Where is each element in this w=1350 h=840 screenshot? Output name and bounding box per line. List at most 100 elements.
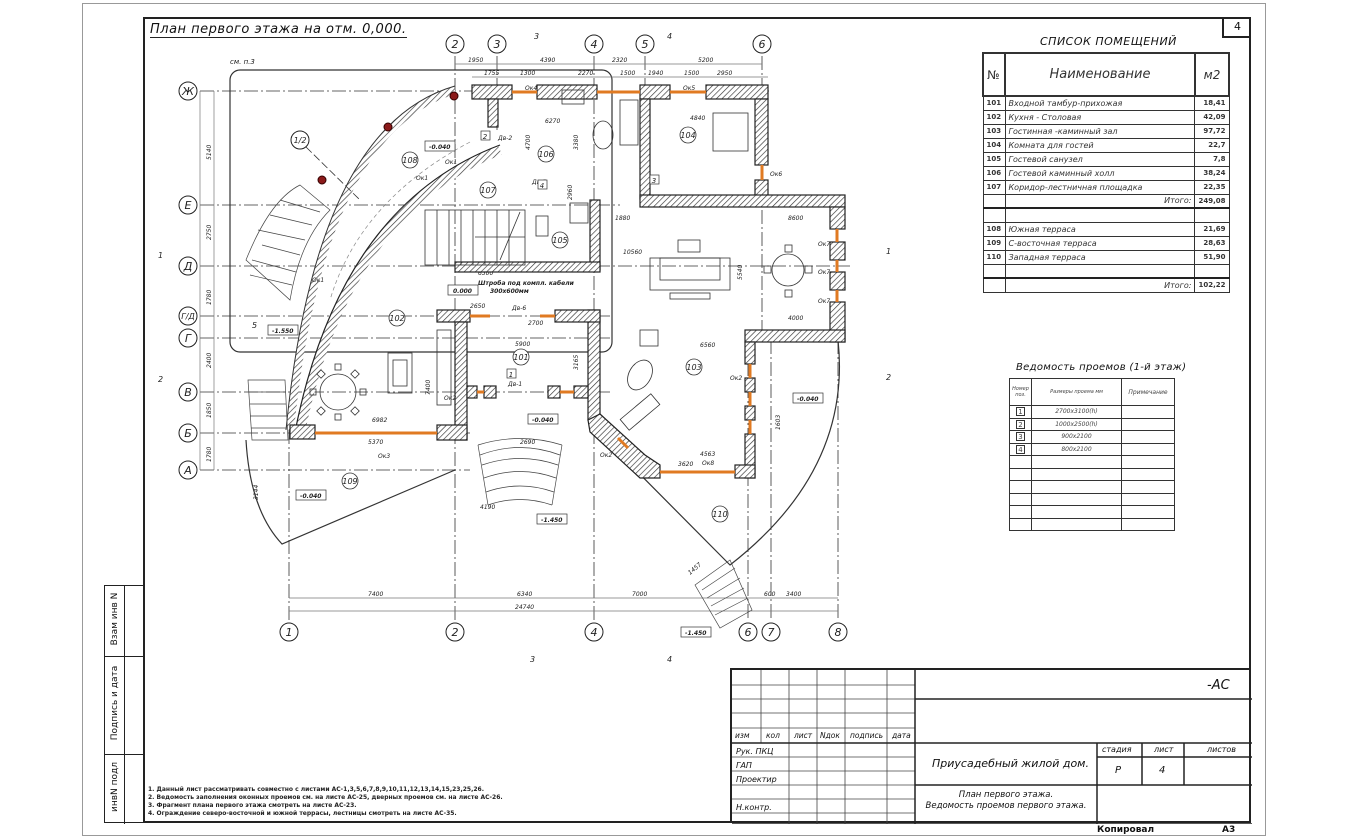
label: 109 bbox=[342, 477, 357, 486]
label: 6300 bbox=[478, 270, 493, 277]
label: лист bbox=[794, 731, 813, 740]
label: 7400 bbox=[368, 591, 383, 598]
label: 104 bbox=[982, 137, 1006, 153]
label: 3 bbox=[494, 38, 501, 51]
label: 1500 bbox=[684, 70, 699, 77]
label: 38,24 bbox=[1194, 165, 1230, 181]
stamp-label: Взам инв N bbox=[110, 592, 120, 646]
label: 5140 bbox=[206, 145, 213, 160]
label: 1880 bbox=[615, 215, 630, 222]
furniture bbox=[309, 89, 813, 431]
label: Ок7 bbox=[818, 298, 830, 305]
label: 108 bbox=[402, 156, 417, 165]
label: Ок1 bbox=[416, 175, 428, 182]
label: 3620 bbox=[678, 461, 693, 468]
label: 4 bbox=[540, 182, 544, 190]
label: 103 bbox=[982, 123, 1006, 139]
label: 22,35 bbox=[1194, 179, 1230, 195]
label: Н.контр. bbox=[736, 803, 772, 812]
label: 24740 bbox=[515, 604, 534, 611]
total-row: Итого:249,08 bbox=[982, 193, 1230, 209]
stamp-label: Подпись и дата bbox=[110, 665, 120, 741]
label: 7000 bbox=[632, 591, 647, 598]
label: 1940 bbox=[648, 70, 663, 77]
label: 102 bbox=[389, 314, 404, 323]
label: Г/Д bbox=[181, 312, 194, 321]
room-list-title: СПИСОК ПОМЕЩЕНИЙ bbox=[1040, 35, 1177, 48]
label: Западная терраса bbox=[1004, 249, 1196, 265]
label: 0.000 bbox=[453, 288, 472, 295]
label: 1300 bbox=[520, 70, 535, 77]
label: 4. Ограждение северо-восточной и южной т… bbox=[148, 810, 457, 817]
label: 3 bbox=[530, 655, 535, 664]
see-note: см. п.3 bbox=[230, 58, 255, 66]
label: кол bbox=[766, 731, 780, 740]
sheet-number-box: 4 bbox=[1222, 17, 1251, 38]
label: Дв-2 bbox=[497, 135, 512, 142]
document-code: -АС bbox=[1207, 678, 1230, 693]
columns bbox=[317, 91, 459, 185]
stamp-label: инвN подл bbox=[110, 762, 120, 812]
label: 8 bbox=[835, 626, 842, 639]
col-name: Наименование bbox=[1004, 52, 1196, 97]
main-staircase bbox=[424, 209, 526, 266]
label: 1 bbox=[1016, 407, 1025, 417]
label: 900x2100 bbox=[1031, 430, 1122, 444]
label: 2750 bbox=[206, 225, 213, 240]
copied-label: Копировал bbox=[1097, 825, 1155, 835]
label: 2650 bbox=[470, 303, 485, 310]
label: Входной тамбур-прихожая bbox=[1004, 95, 1196, 111]
curved-outer-wall bbox=[286, 86, 457, 431]
label: Ок4 bbox=[525, 85, 537, 92]
label: А bbox=[183, 464, 192, 477]
label: 4000 bbox=[788, 315, 803, 322]
approval-stamp: Взам инв N Подпись и дата инвN подл bbox=[104, 585, 145, 824]
label: 5900 bbox=[515, 341, 530, 348]
label: 4700 bbox=[525, 135, 532, 150]
label: Е bbox=[185, 199, 192, 212]
label: 1457 bbox=[687, 561, 703, 576]
label: лист bbox=[1154, 745, 1174, 754]
label: -1.450 bbox=[541, 517, 562, 524]
curved-inner-wall bbox=[295, 145, 502, 433]
label: 249,08 bbox=[1194, 193, 1230, 209]
label: 7 bbox=[768, 626, 775, 639]
label: 5 bbox=[252, 321, 257, 330]
terrace-110-outline bbox=[597, 339, 841, 566]
svg-text:2: 2 bbox=[158, 375, 163, 384]
terrace-109-outline bbox=[245, 439, 456, 545]
format-label: А3 bbox=[1222, 825, 1236, 835]
label: 5 bbox=[642, 38, 649, 51]
label: 101 bbox=[513, 353, 528, 362]
label: Штроба под компл. кабели bbox=[478, 280, 575, 287]
label: 2960 bbox=[567, 185, 574, 200]
label: 97,72 bbox=[1194, 123, 1230, 139]
label: 2 bbox=[1016, 419, 1025, 429]
label: 6 bbox=[745, 626, 752, 639]
label: 2690 bbox=[520, 439, 535, 446]
walls bbox=[289, 84, 846, 479]
window-openings bbox=[315, 90, 839, 474]
label: 1780 bbox=[206, 447, 213, 462]
label: В bbox=[184, 386, 192, 399]
label: 51,90 bbox=[1194, 249, 1230, 265]
label: Рук. ПКЦ bbox=[736, 747, 774, 756]
label: 7,8 bbox=[1194, 151, 1230, 167]
label: Гостинная -каминный зал bbox=[1004, 123, 1196, 139]
label: Гостевой санузел bbox=[1004, 151, 1196, 167]
label: 109 bbox=[982, 235, 1006, 251]
label: 1. Данный лист рассматривать совместно с… bbox=[148, 786, 484, 793]
label: 3400 bbox=[786, 591, 801, 598]
label: Ок8 bbox=[702, 460, 714, 467]
label: -0.040 bbox=[300, 493, 321, 500]
